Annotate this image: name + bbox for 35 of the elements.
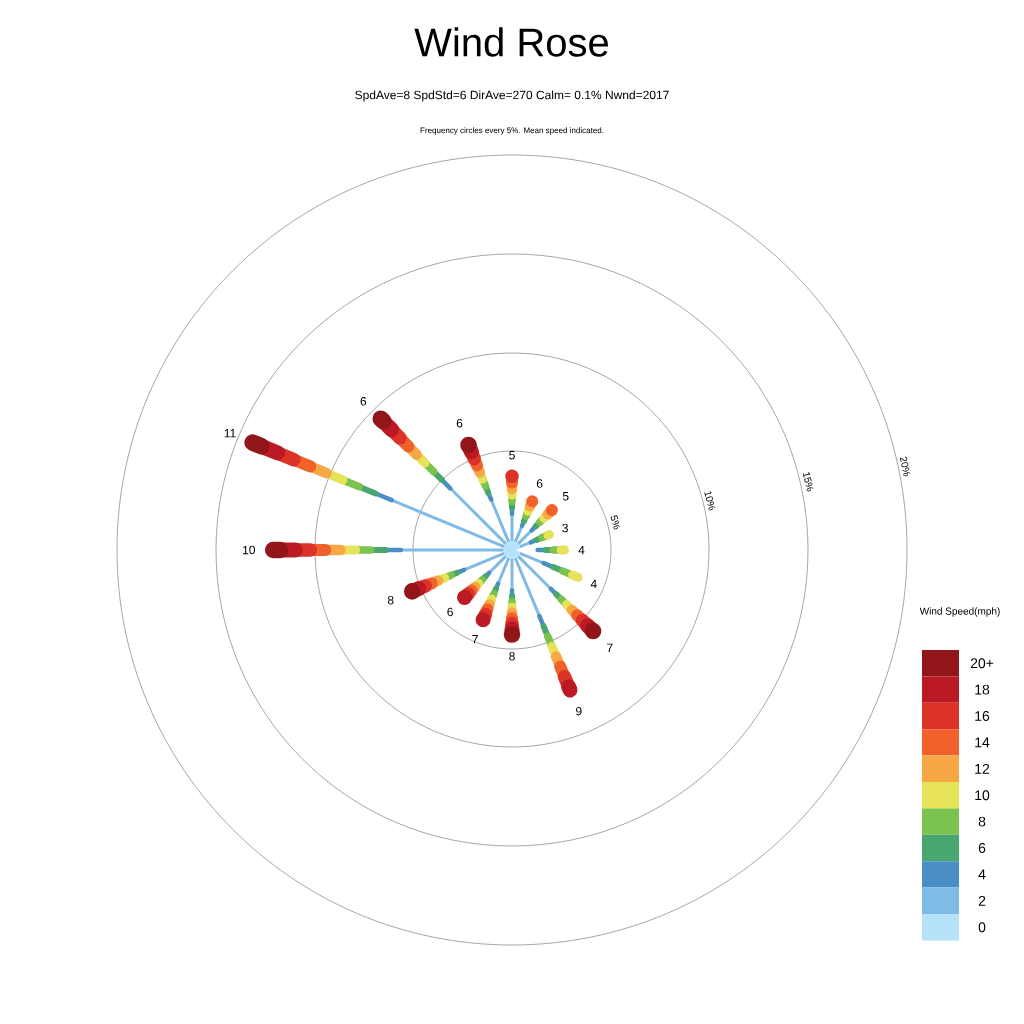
legend-label: 6 (978, 843, 986, 853)
legend-label: 12 (975, 763, 990, 774)
ring-label: 15% (802, 472, 814, 492)
legend-label: 16 (975, 711, 990, 721)
speed-label: 6 (360, 397, 367, 406)
speed-label: 5 (562, 492, 569, 501)
legend-label: 18 (975, 684, 990, 695)
speed-label: 6 (456, 418, 463, 428)
speed-label: 4 (578, 545, 585, 555)
title: Wind Rose (414, 27, 608, 57)
legend-title: Wind Speed(mph) (919, 607, 1000, 617)
ring-label: 5% (610, 515, 621, 530)
legend-label: 8 (978, 816, 986, 827)
legend-label: 10 (975, 790, 990, 801)
speed-label: 3 (562, 523, 568, 533)
speed-label: 6 (447, 607, 453, 617)
legend-label: 20+ (970, 658, 994, 669)
speed-label: 10 (243, 545, 255, 555)
legend-label: 14 (975, 737, 990, 748)
legend-label: 2 (978, 895, 986, 906)
note-text: Frequency circles every 5%. Mean speed indicated. (420, 127, 604, 135)
speed-label: 5 (509, 451, 515, 460)
speed-label: 8 (509, 651, 515, 661)
ring-label: 20% (899, 456, 911, 477)
speed-label: 11 (224, 429, 236, 438)
speed-label: 7 (607, 643, 613, 652)
legend-label: 0 (978, 922, 986, 933)
speed-label: 6 (536, 479, 543, 488)
subtitle: SpdAve=8 SpdStd=6 DirAve=270 Calm= 0.1% Nwnd=2017 (355, 90, 669, 102)
speed-label: 4 (590, 579, 597, 589)
speed-label: 7 (472, 635, 478, 644)
speed-label: 8 (387, 595, 394, 605)
ring-label: 10% (704, 491, 716, 511)
legend-label: 4 (978, 869, 986, 880)
speed-label: 9 (576, 706, 582, 716)
